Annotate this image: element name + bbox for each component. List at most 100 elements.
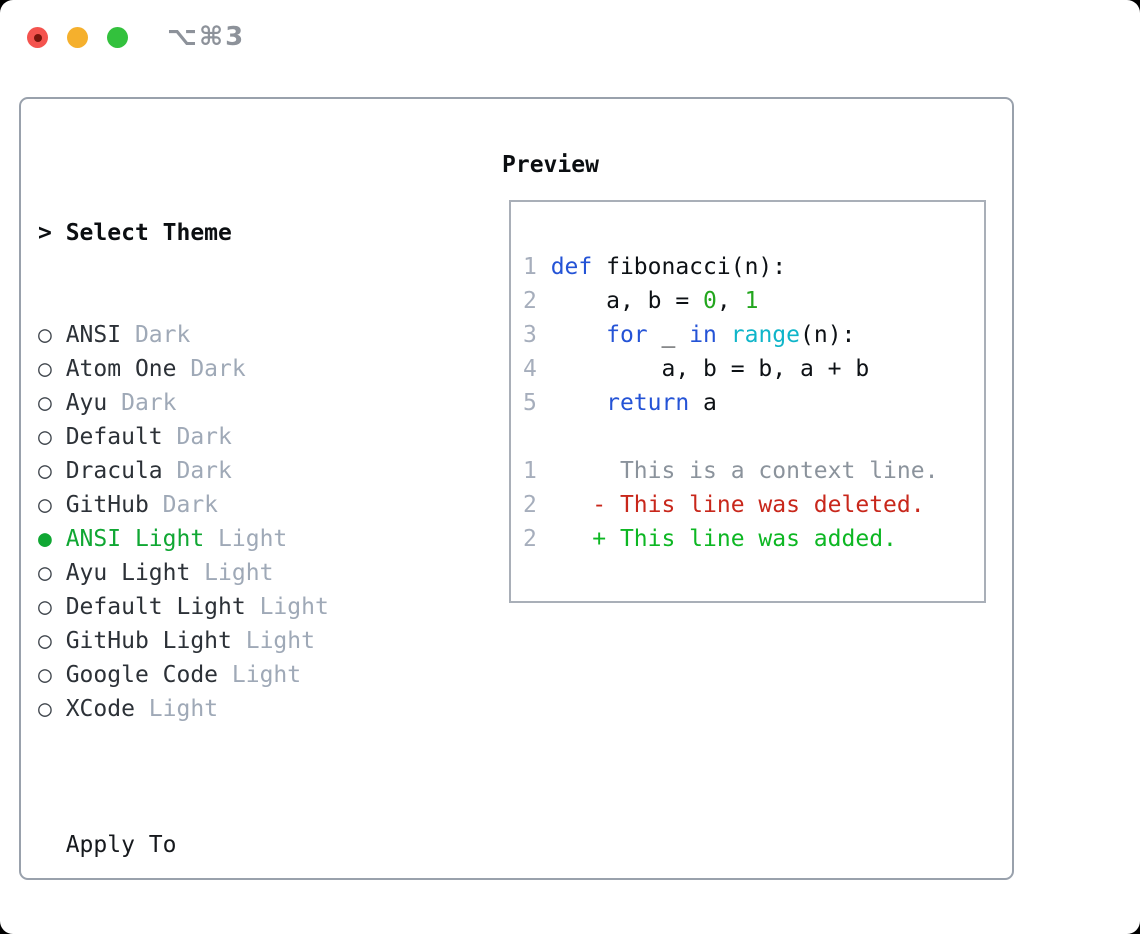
preview-code-line: 3 for _ in range(n): — [523, 318, 938, 352]
radio-unselected-icon: ○ — [38, 662, 66, 688]
apply-to-header: Apply To — [65, 832, 177, 858]
theme-mode-label: Light — [204, 526, 288, 552]
prompt-icon: > — [38, 220, 52, 246]
line-number: 5 — [523, 390, 551, 416]
zoom-button[interactable] — [107, 27, 128, 48]
radio-unselected-icon: ○ — [38, 390, 66, 416]
code-token-kw: return — [606, 390, 690, 416]
code-token-kw: in — [689, 322, 717, 348]
code-token-plain: a, b = — [550, 288, 704, 314]
theme-option-github-light[interactable]: ○ GitHub Light Light — [38, 624, 426, 658]
theme-mode-label: Light — [134, 696, 219, 722]
radio-unselected-icon: ○ — [38, 424, 66, 450]
theme-mode-label: Dark — [162, 458, 232, 484]
theme-mode-label: Light — [231, 628, 315, 654]
preview-diff-line: 2 - This line was deleted. — [523, 488, 938, 522]
radio-unselected-icon: ○ — [38, 594, 66, 620]
line-number: 4 — [523, 356, 551, 382]
radio-unselected-icon: ○ — [38, 356, 66, 382]
theme-option-xcode[interactable]: ○ XCode Light — [38, 692, 426, 726]
preview-diff-line: 1 This is a context line. — [523, 454, 938, 488]
theme-name: Google Code — [65, 662, 219, 688]
theme-name: ANSI — [65, 322, 122, 348]
theme-name: Dracula — [65, 458, 163, 484]
code-token-plain: _ — [647, 322, 690, 348]
code-token-plain — [551, 390, 606, 416]
theme-name: Atom One — [65, 356, 177, 382]
theme-mode-label: Light — [218, 662, 302, 688]
line-number: 3 — [523, 322, 551, 348]
preview-code-line: 1 def fibonacci(n): — [523, 250, 938, 284]
theme-option-github[interactable]: ○ GitHub Dark — [38, 488, 426, 522]
theme-name: GitHub — [65, 492, 149, 518]
code-token-plain: a, b = b, a + b — [550, 356, 870, 382]
theme-name: Default — [65, 424, 163, 450]
theme-option-ayu-light[interactable]: ○ Ayu Light Light — [38, 556, 426, 590]
code-token-plain: fibonacci(n): — [592, 254, 787, 280]
theme-option-default-light[interactable]: ○ Default Light Light — [38, 590, 426, 624]
theme-mode-label: Dark — [162, 424, 232, 450]
apply-option-user-settings[interactable]: ● User Settings — [38, 930, 426, 934]
theme-pane: >Select Theme ○ ANSI Dark○ Atom One Dark… — [38, 148, 426, 934]
theme-list: ○ ANSI Dark○ Atom One Dark○ Ayu Dark○ De… — [38, 318, 426, 726]
code-token-plain: a — [689, 390, 717, 416]
preview-box — [509, 200, 986, 603]
theme-mode-label: Dark — [148, 492, 219, 518]
code-token-ctx: This is a context line. — [550, 458, 939, 484]
line-number: 1 — [523, 254, 551, 280]
code-token-add: + This line was added. — [550, 526, 897, 552]
theme-option-ayu[interactable]: ○ Ayu Dark — [38, 386, 426, 420]
window-title: ⌥⌘3 — [167, 22, 246, 52]
code-token-lit: 0 — [703, 288, 717, 314]
theme-name: XCode — [65, 696, 135, 722]
preview-blank-line — [523, 420, 938, 454]
theme-name: Default Light — [65, 594, 246, 620]
radio-unselected-icon: ○ — [38, 322, 66, 348]
line-number: 2 — [523, 526, 551, 552]
radio-selected-icon: ● — [38, 526, 66, 552]
preview-diff-line: 2 + This line was added. — [523, 522, 938, 556]
line-number: 2 — [523, 288, 551, 314]
preview-lines: 1 def fibonacci(n): 2 a, b = 0, 1 3 for _ … — [523, 250, 938, 556]
theme-name: Ayu Light — [65, 560, 191, 586]
radio-unselected-icon: ○ — [38, 458, 66, 484]
theme-option-dracula[interactable]: ○ Dracula Dark — [38, 454, 426, 488]
select-theme-header: > Select Theme — [38, 216, 426, 250]
code-token-plain — [717, 322, 731, 348]
code-token-kw: def — [550, 254, 593, 280]
theme-option-ansi[interactable]: ○ ANSI Dark — [38, 318, 426, 352]
code-token-plain — [551, 322, 606, 348]
theme-mode-label: Dark — [107, 390, 177, 416]
theme-name: GitHub Light — [65, 628, 232, 654]
theme-mode-label: Dark — [176, 356, 246, 382]
line-number: 1 — [523, 458, 551, 484]
theme-mode-label: Dark — [121, 322, 191, 348]
line-number: 2 — [523, 492, 551, 518]
theme-name: ANSI Light — [65, 526, 205, 552]
preview-code-line: 4 a, b = b, a + b — [523, 352, 938, 386]
select-theme-header-label: Select Theme — [65, 220, 232, 246]
radio-unselected-icon: ○ — [38, 560, 66, 586]
close-button[interactable] — [27, 27, 48, 48]
code-token-del: - This line was deleted. — [550, 492, 925, 518]
radio-unselected-icon: ○ — [38, 492, 66, 518]
theme-mode-label: Light — [245, 594, 329, 620]
theme-option-default[interactable]: ○ Default Dark — [38, 420, 426, 454]
theme-option-google-code[interactable]: ○ Google Code Light — [38, 658, 426, 692]
theme-name: Ayu — [65, 390, 108, 416]
code-token-plain: , — [716, 288, 745, 314]
theme-option-atom-one[interactable]: ○ Atom One Dark — [38, 352, 426, 386]
close-dot-icon — [34, 34, 42, 42]
code-token-plain: (n): — [800, 322, 856, 348]
code-token-lit: 1 — [744, 288, 759, 314]
theme-mode-label: Light — [190, 560, 274, 586]
preview-header: Preview — [502, 152, 599, 178]
code-token-bi: range — [730, 322, 800, 348]
preview-code-line: 5 return a — [523, 386, 938, 420]
code-token-kw: for — [606, 322, 648, 348]
apply-to-list: ● User Settings○ Workspace Settings — [38, 930, 426, 934]
radio-unselected-icon: ○ — [38, 696, 66, 722]
minimize-button[interactable] — [67, 27, 88, 48]
theme-option-ansi-light[interactable]: ● ANSI Light Light — [38, 522, 426, 556]
